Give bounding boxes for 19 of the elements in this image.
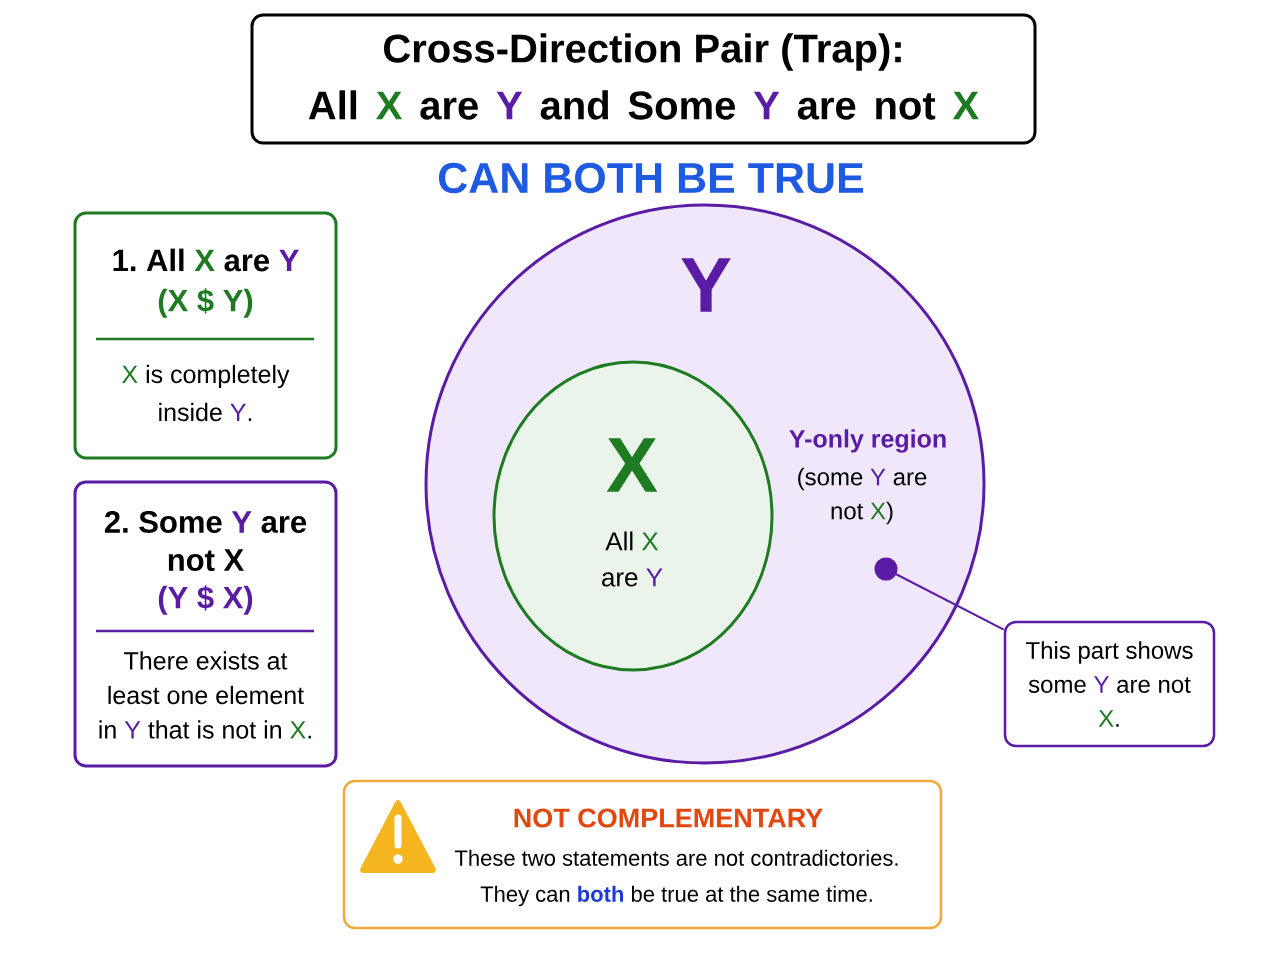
title-statement: All X are Y and Some Y are not X bbox=[308, 90, 979, 120]
card-text: There exists at least one element in Y that is not in X. bbox=[99, 651, 311, 739]
formula: (X $ Y) bbox=[158, 288, 253, 318]
region-note: (some Y are not X) bbox=[798, 467, 927, 525]
subheading: CAN BOTH BE TRUE bbox=[438, 162, 864, 194]
marker-dot bbox=[874, 557, 898, 581]
set-label: Y bbox=[681, 258, 731, 312]
card-heading: 2. Some Y are not X bbox=[104, 511, 307, 571]
title-heading: Cross-Direction Pair (Trap): bbox=[384, 33, 901, 71]
circle-text: All X are Y bbox=[602, 531, 663, 587]
set-label: X bbox=[606, 438, 658, 492]
card-text: X is completely inside Y. bbox=[122, 364, 290, 422]
leader-line bbox=[895, 573, 1005, 631]
warning-heading: NOT COMPLEMENTARY bbox=[514, 808, 823, 828]
callout-box: This part shows some Y are not X. bbox=[1003, 620, 1216, 748]
warning-text: These two statements are not contradictories. They can both be true at the same time. bbox=[454, 849, 898, 907]
card-heading: 1. All X are Y bbox=[113, 248, 299, 272]
formula: (Y $ X) bbox=[158, 585, 253, 615]
region-label: Y-only region bbox=[789, 429, 946, 453]
